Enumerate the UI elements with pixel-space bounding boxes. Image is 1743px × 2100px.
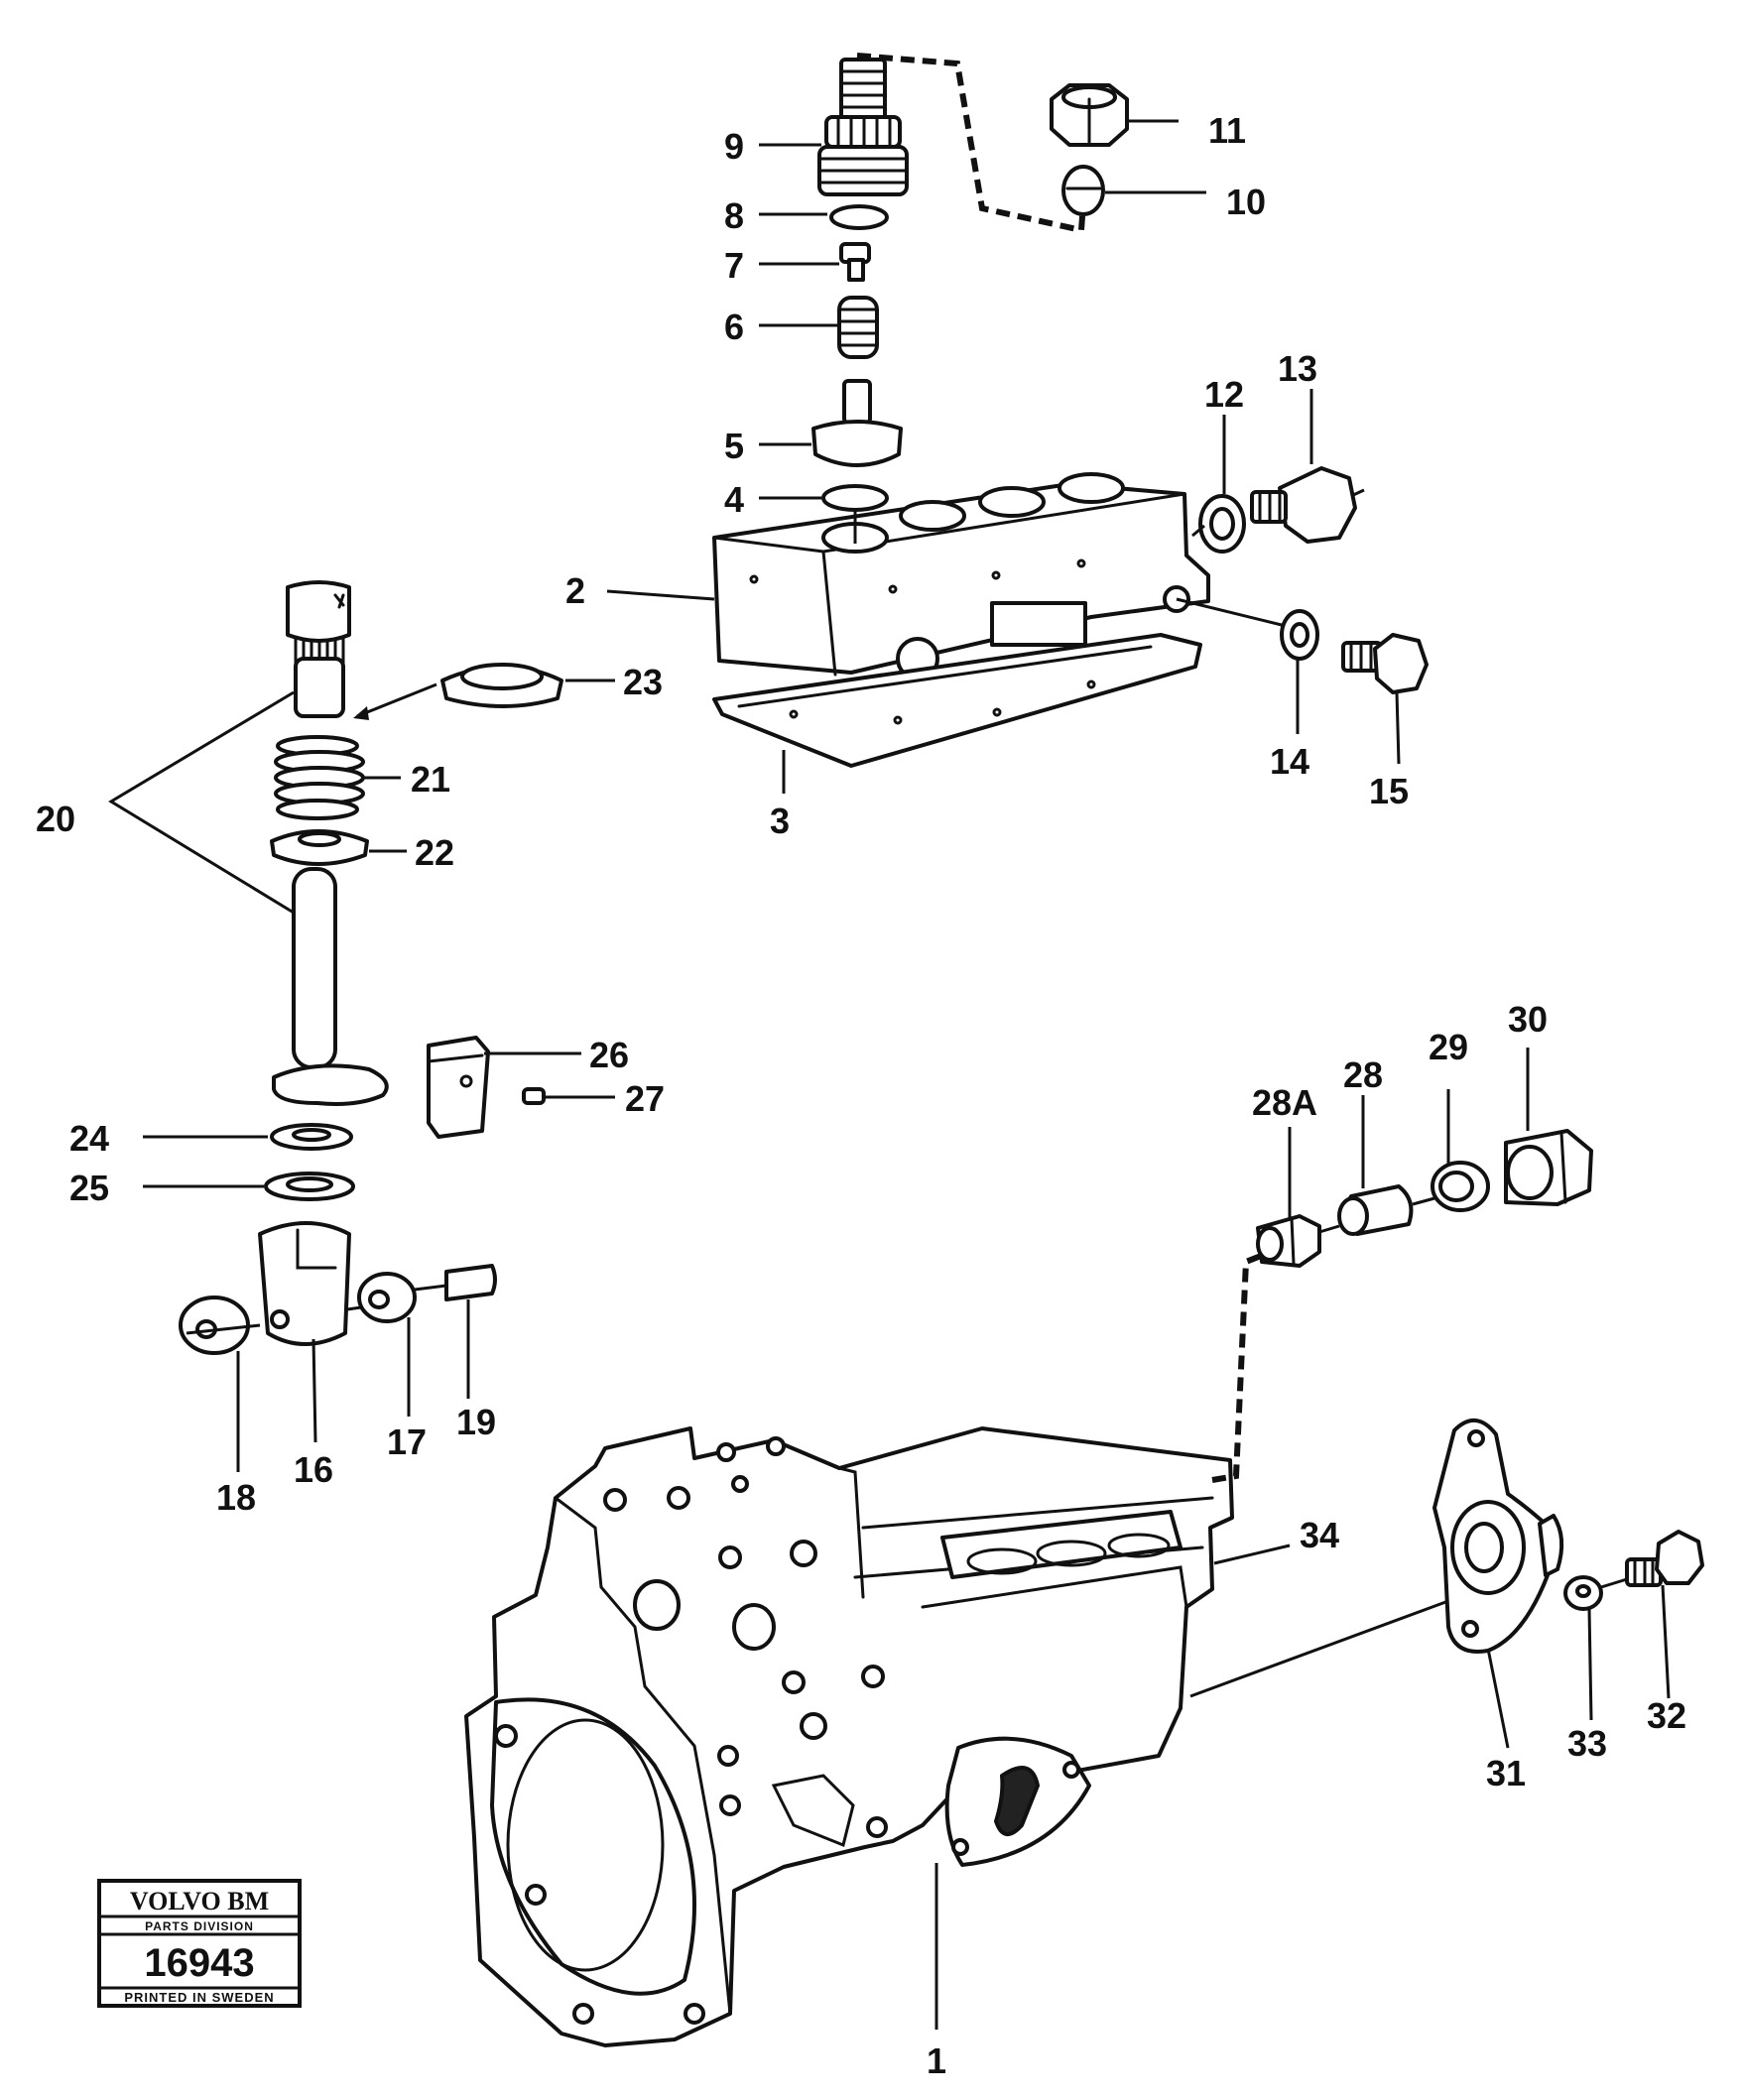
fitting-28a: [1256, 1214, 1321, 1268]
callout-8: 8: [724, 195, 744, 236]
pin-19: [444, 1264, 497, 1301]
spring-seat-22: [270, 829, 369, 866]
callout-10: 10: [1226, 182, 1266, 222]
parts-division-stamp: VOLVO BM PARTS DIVISION 16943 PRINTED IN…: [97, 1879, 302, 2008]
callout-leaders: [108, 119, 1671, 2030]
fuel-line-dashed: [856, 53, 1086, 234]
gasket-3: [712, 633, 1202, 768]
feed-line-dashed: [1211, 1247, 1278, 1483]
callout-labels: 9 8 7 6 5 4 11 10 12 13 14 15 2 3 23 21 …: [36, 110, 1686, 2081]
nut-30: [1504, 1129, 1593, 1206]
top-bolt-holes: [716, 1436, 786, 1493]
callout-15: 15: [1369, 771, 1409, 811]
spring-6: [837, 296, 879, 359]
washer-12: [1198, 494, 1246, 554]
ring-29: [1431, 1161, 1490, 1212]
callout-30: 30: [1508, 999, 1548, 1040]
screw-27: [522, 1087, 546, 1105]
washer-14: [1280, 609, 1319, 661]
nipple-10: [1061, 165, 1105, 216]
callout-26: 26: [589, 1035, 629, 1075]
washer-24: [270, 1123, 353, 1151]
washer-25: [264, 1172, 355, 1201]
axis-flange: [1600, 1577, 1628, 1589]
roller-18: [179, 1296, 250, 1355]
banjo-screw-13: [1191, 466, 1365, 544]
callout-7: 7: [724, 245, 744, 286]
spring-seat-23: [440, 663, 563, 708]
flange-31: [1432, 1419, 1564, 1654]
arrowhead-23: [353, 706, 369, 720]
callout-1: 1: [927, 2040, 946, 2081]
plunger-shaft: [272, 867, 389, 1106]
plug-screw-15: [1341, 633, 1429, 694]
seal-ring-4: [821, 484, 889, 512]
stamp-footer: PRINTED IN SWEDEN: [124, 1990, 274, 2005]
callout-24: 24: [69, 1118, 109, 1159]
stamp-brand: VOLVO BM: [130, 1887, 269, 1915]
callout-23: 23: [623, 662, 663, 702]
leader-14-to-head: [1176, 597, 1291, 629]
callout-31: 31: [1486, 1753, 1526, 1793]
pump-housing-1: [464, 1426, 1234, 2047]
delivery-valve-5: [811, 379, 903, 467]
axis-feed: [1318, 1196, 1435, 1234]
callout-20: 20: [36, 799, 75, 839]
callout-25: 25: [69, 1168, 109, 1208]
bolt-32: [1625, 1530, 1704, 1587]
plunger-element-20: [286, 580, 351, 718]
callout-3: 3: [770, 801, 790, 841]
callout-34: 34: [1300, 1515, 1339, 1555]
callout-14: 14: [1270, 741, 1309, 782]
pin-7: [839, 242, 871, 282]
arrow-23: [356, 682, 437, 718]
washer-33: [1563, 1575, 1603, 1611]
callout-13: 13: [1278, 348, 1317, 389]
callout-16: 16: [294, 1449, 333, 1490]
callout-18: 18: [216, 1477, 256, 1518]
control-sleeve-26: [427, 1036, 490, 1139]
callout-28: 28: [1343, 1054, 1383, 1095]
callout-9: 9: [724, 126, 744, 167]
callout-32: 32: [1647, 1695, 1686, 1736]
callout-11: 11: [1208, 110, 1246, 151]
callout-12: 12: [1204, 374, 1244, 415]
callout-27: 27: [625, 1078, 665, 1119]
callout-22: 22: [415, 832, 454, 873]
axis-rollers: [186, 1284, 447, 1335]
callout-33: 33: [1567, 1723, 1607, 1764]
union-nut-11: [1050, 83, 1129, 147]
callout-29: 29: [1429, 1027, 1468, 1067]
delivery-valve-holder-9: [817, 58, 909, 196]
callout-17: 17: [387, 1421, 427, 1462]
sleeve-28: [1337, 1184, 1414, 1236]
spring-21: [274, 735, 365, 820]
callout-4: 4: [724, 479, 744, 520]
stamp-number: 16943: [144, 1941, 254, 1985]
washer-8: [829, 204, 889, 230]
stamp-division: PARTS DIVISION: [145, 1919, 254, 1933]
callout-21: 21: [411, 759, 450, 800]
callout-28a: 28A: [1252, 1082, 1317, 1123]
callout-2: 2: [565, 570, 585, 611]
callout-6: 6: [724, 307, 744, 347]
callout-19: 19: [456, 1402, 496, 1442]
callout-5: 5: [724, 426, 744, 466]
roller-17: [357, 1272, 417, 1323]
tappet-16: [258, 1221, 351, 1346]
